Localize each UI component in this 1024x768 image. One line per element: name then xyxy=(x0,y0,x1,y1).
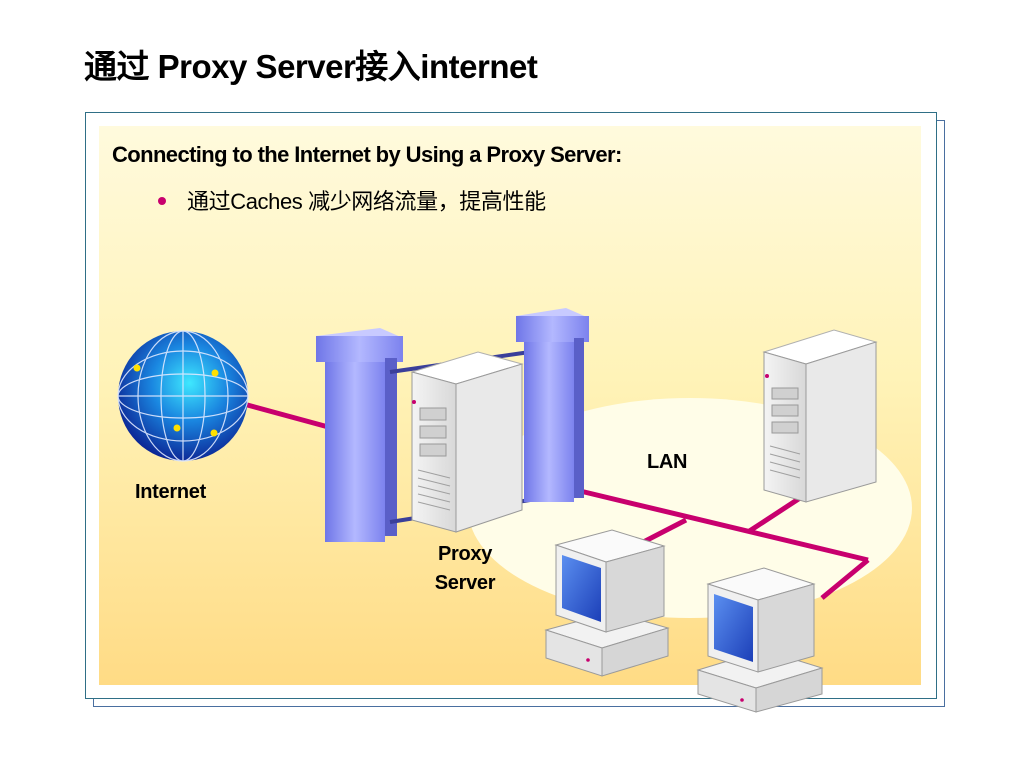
bullet-icon xyxy=(158,197,166,205)
firewall-pillar-icon xyxy=(316,328,403,542)
firewall-pillar-icon xyxy=(516,308,589,502)
bullet-text: 通过Caches 减少网络流量，提高性能 xyxy=(187,189,546,214)
desktop-computer-icon xyxy=(696,567,824,713)
page-title: 通过 Proxy Server接入internet xyxy=(84,48,538,85)
proxy-label-line2: Server xyxy=(434,572,496,594)
globe-icon xyxy=(117,330,249,462)
lan-label: LAN xyxy=(647,451,688,473)
server-tower-icon xyxy=(410,351,524,533)
proxy-label-line1: Proxy xyxy=(437,543,493,565)
server-tower-icon xyxy=(762,329,878,503)
panel-heading: Connecting to the Internet by Using a Pr… xyxy=(112,142,622,167)
internet-label: Internet xyxy=(135,481,206,503)
desktop-computer-icon xyxy=(544,529,670,677)
